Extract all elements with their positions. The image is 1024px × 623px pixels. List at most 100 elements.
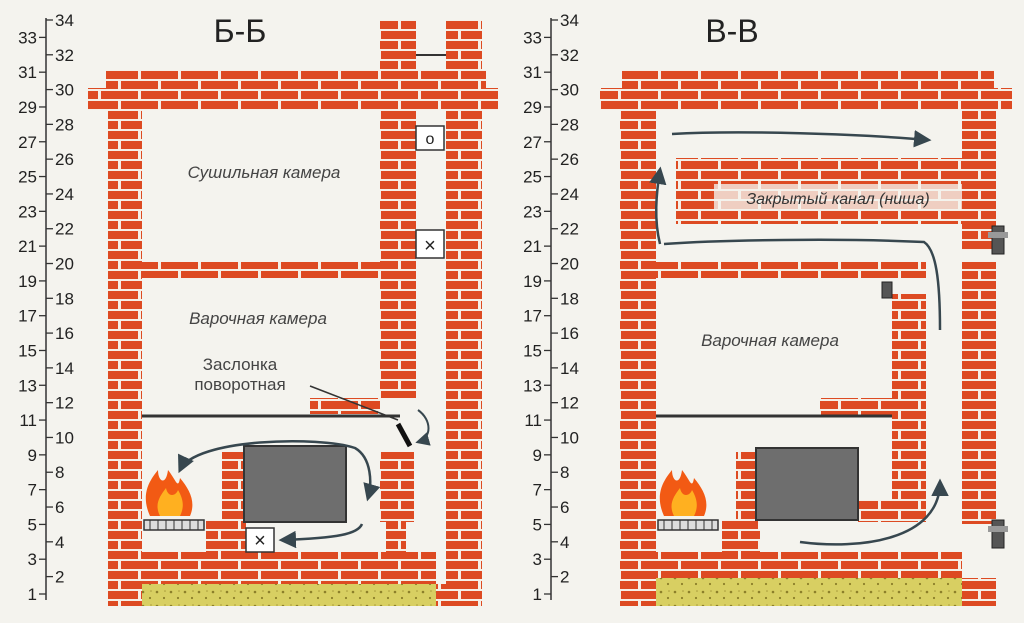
fire-flame-icon-right [659, 470, 707, 516]
right-scale-label-26: 26 [560, 150, 579, 169]
left-scale-label-8: 8 [55, 463, 64, 482]
left-scale-label-10: 10 [55, 428, 74, 447]
left-scale-label-18: 18 [55, 289, 74, 308]
left-scale-label-32: 32 [55, 46, 74, 65]
left-scale-label-17: 17 [18, 307, 37, 326]
left-scale-label-16: 16 [55, 324, 74, 343]
right-scale-label-2: 2 [560, 568, 569, 587]
rotary-damper [309, 385, 431, 448]
fire-grate-right [657, 519, 719, 531]
svg-text:о: о [426, 131, 435, 148]
damper-middle-right [881, 281, 893, 299]
roof-slab-right [600, 88, 1012, 110]
left-scale-label-25: 25 [18, 168, 37, 187]
right-scale-label-32: 32 [560, 46, 579, 65]
right-scale-label-12: 12 [560, 394, 579, 413]
closed-channel-label: Закрытый канал (ниша) [746, 191, 929, 208]
left-scale-label-20: 20 [55, 255, 74, 274]
left-scale-label-13: 13 [18, 376, 37, 395]
right-scale-label-28: 28 [560, 115, 579, 134]
right-scale-label-34: 34 [560, 11, 579, 30]
left-scale-label-3: 3 [28, 550, 37, 569]
cooking-chamber-label-right: Варочная камера [701, 331, 839, 350]
cooking-chamber-label: Варочная камера [189, 309, 327, 328]
left-scale-label-14: 14 [55, 359, 74, 378]
roof-slab [88, 88, 498, 110]
right-outer-wall-right [962, 110, 996, 250]
foundation [142, 584, 436, 606]
left-scale-label-9: 9 [28, 446, 37, 465]
damper-open-mark: о [415, 125, 445, 151]
chamber-divider-right [656, 262, 926, 278]
left-scale-label-30: 30 [55, 81, 74, 100]
heat-exchanger-plate [243, 445, 347, 523]
svg-text:×: × [254, 530, 266, 552]
left-scale-label-26: 26 [55, 150, 74, 169]
fire-grate [143, 519, 205, 531]
left-scale-label-5: 5 [28, 515, 37, 534]
foundation-right [656, 578, 962, 606]
left-scale-label-33: 33 [18, 28, 37, 47]
right-scale-label-22: 22 [560, 220, 579, 239]
section-title-b-b: Б-Б [214, 13, 267, 49]
right-scale-label-6: 6 [560, 498, 569, 517]
right-scale-label-7: 7 [533, 481, 542, 500]
left-scale-label-28: 28 [55, 115, 74, 134]
right-scale-label-25: 25 [523, 168, 542, 187]
left-scale-label-34: 34 [55, 11, 74, 30]
left-scale-label-12: 12 [55, 394, 74, 413]
left-scale-label-31: 31 [18, 63, 37, 82]
smoke-flow-arrows-right [649, 130, 949, 546]
right-scale-label-21: 21 [523, 237, 542, 256]
left-scale-label-6: 6 [55, 498, 64, 517]
right-scale-label-8: 8 [560, 463, 569, 482]
section-b-b: Б-Б [88, 13, 498, 606]
left-outer-wall-right [620, 110, 656, 578]
right-scale-label-19: 19 [523, 272, 542, 291]
inner-wall [380, 110, 416, 398]
right-scale-label-1: 1 [533, 585, 542, 604]
rotary-damper-label-line1: Заслонка [203, 355, 278, 374]
right-scale-label-4: 4 [560, 533, 569, 552]
left-height-scale: 1234567891011121314151617181920212223242… [18, 11, 74, 604]
left-scale-label-15: 15 [18, 341, 37, 360]
section-title-v-v: В-В [705, 13, 758, 49]
right-scale-label-9: 9 [533, 446, 542, 465]
right-scale-label-11: 11 [524, 411, 542, 430]
rotary-damper-label-line2: поворотная [194, 375, 285, 394]
right-scale-label-13: 13 [523, 376, 542, 395]
right-scale-label-24: 24 [560, 185, 579, 204]
right-scale-label-29: 29 [523, 98, 542, 117]
left-scale-label-11: 11 [19, 411, 37, 430]
left-scale-label-2: 2 [55, 568, 64, 587]
right-scale-label-16: 16 [560, 324, 579, 343]
svg-text:×: × [424, 235, 436, 257]
drying-chamber-floor [142, 262, 380, 278]
left-scale-label-29: 29 [18, 98, 37, 117]
right-height-scale: 1234567891011121314151617181920212223242… [523, 11, 579, 604]
right-scale-label-20: 20 [560, 255, 579, 274]
right-scale-label-33: 33 [523, 28, 542, 47]
left-scale-label-27: 27 [18, 133, 37, 152]
smoke-flow-arrows [178, 440, 381, 549]
inner-wall-right [892, 294, 926, 500]
right-scale-label-10: 10 [560, 428, 579, 447]
right-scale-label-23: 23 [523, 202, 542, 221]
drying-chamber-label: Сушильная камера [188, 163, 341, 182]
section-v-v: В-В [600, 13, 1012, 606]
left-scale-label-7: 7 [28, 481, 37, 500]
left-scale-label-24: 24 [55, 185, 74, 204]
left-scale-label-23: 23 [18, 202, 37, 221]
damper-closed-mark: × [415, 229, 445, 259]
left-scale-label-1: 1 [28, 585, 37, 604]
right-scale-label-5: 5 [533, 515, 542, 534]
right-scale-label-18: 18 [560, 289, 579, 308]
right-outer-wall [446, 110, 482, 584]
left-scale-label-22: 22 [55, 220, 74, 239]
right-scale-label-27: 27 [523, 133, 542, 152]
left-scale-label-21: 21 [18, 237, 37, 256]
left-scale-label-4: 4 [55, 533, 64, 552]
right-scale-label-17: 17 [523, 307, 542, 326]
